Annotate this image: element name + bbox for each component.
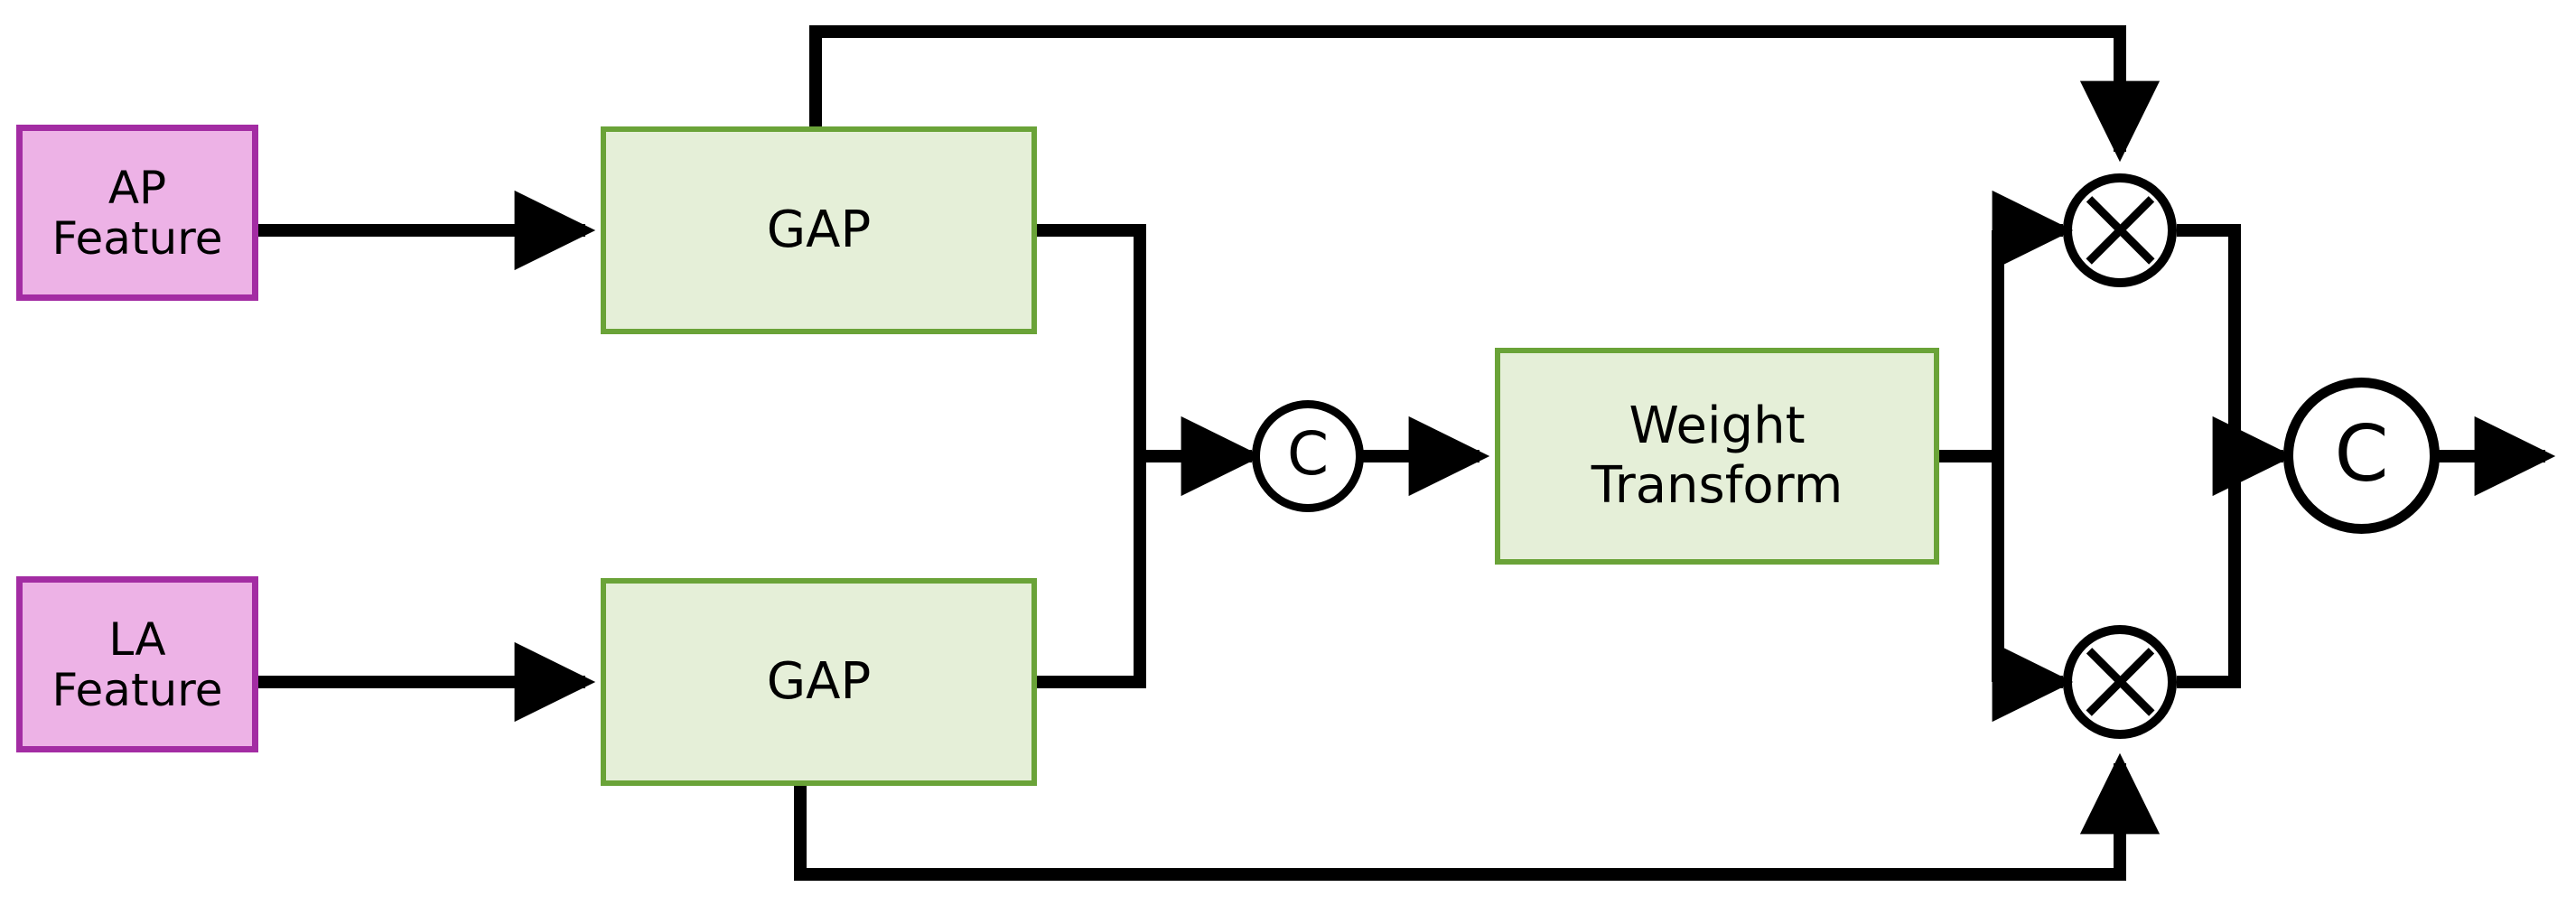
node-multiply-top[interactable] <box>2063 173 2177 287</box>
wire-skip-bottom <box>794 752 2161 881</box>
wire-gaptop-to-concat <box>1037 224 1146 456</box>
node-gap-top[interactable]: GAP <box>601 126 1037 334</box>
node-concat-middle[interactable]: C <box>1252 400 1364 512</box>
node-multiply-bottom[interactable] <box>2063 625 2177 739</box>
node-ap-feature-label: AP Feature <box>51 161 223 265</box>
node-concat-output[interactable]: C <box>2283 378 2440 534</box>
node-la-feature[interactable]: LA Feature <box>16 576 258 752</box>
node-gap-top-label: GAP <box>766 200 872 259</box>
multiply-cross-icon <box>2072 182 2168 278</box>
node-weight-transform-label: Weight Transform <box>1591 396 1843 515</box>
node-weight-transform[interactable]: Weight Transform <box>1495 348 1939 565</box>
node-gap-bottom-label: GAP <box>766 651 872 711</box>
node-concat-output-label: C <box>2334 408 2389 500</box>
node-gap-bottom[interactable]: GAP <box>601 578 1037 786</box>
wire-gapbottom-to-concat <box>1037 456 1146 688</box>
node-ap-feature[interactable]: AP Feature <box>16 125 258 301</box>
wire-multiply-bottom-to-outbus <box>2177 456 2241 688</box>
multiply-cross-icon <box>2072 634 2168 730</box>
wire-skip-top <box>809 25 2161 163</box>
wire-multiply-top-to-outbus <box>2177 224 2241 456</box>
node-concat-middle-label: C <box>1286 419 1330 489</box>
node-la-feature-label: LA Feature <box>51 612 223 716</box>
